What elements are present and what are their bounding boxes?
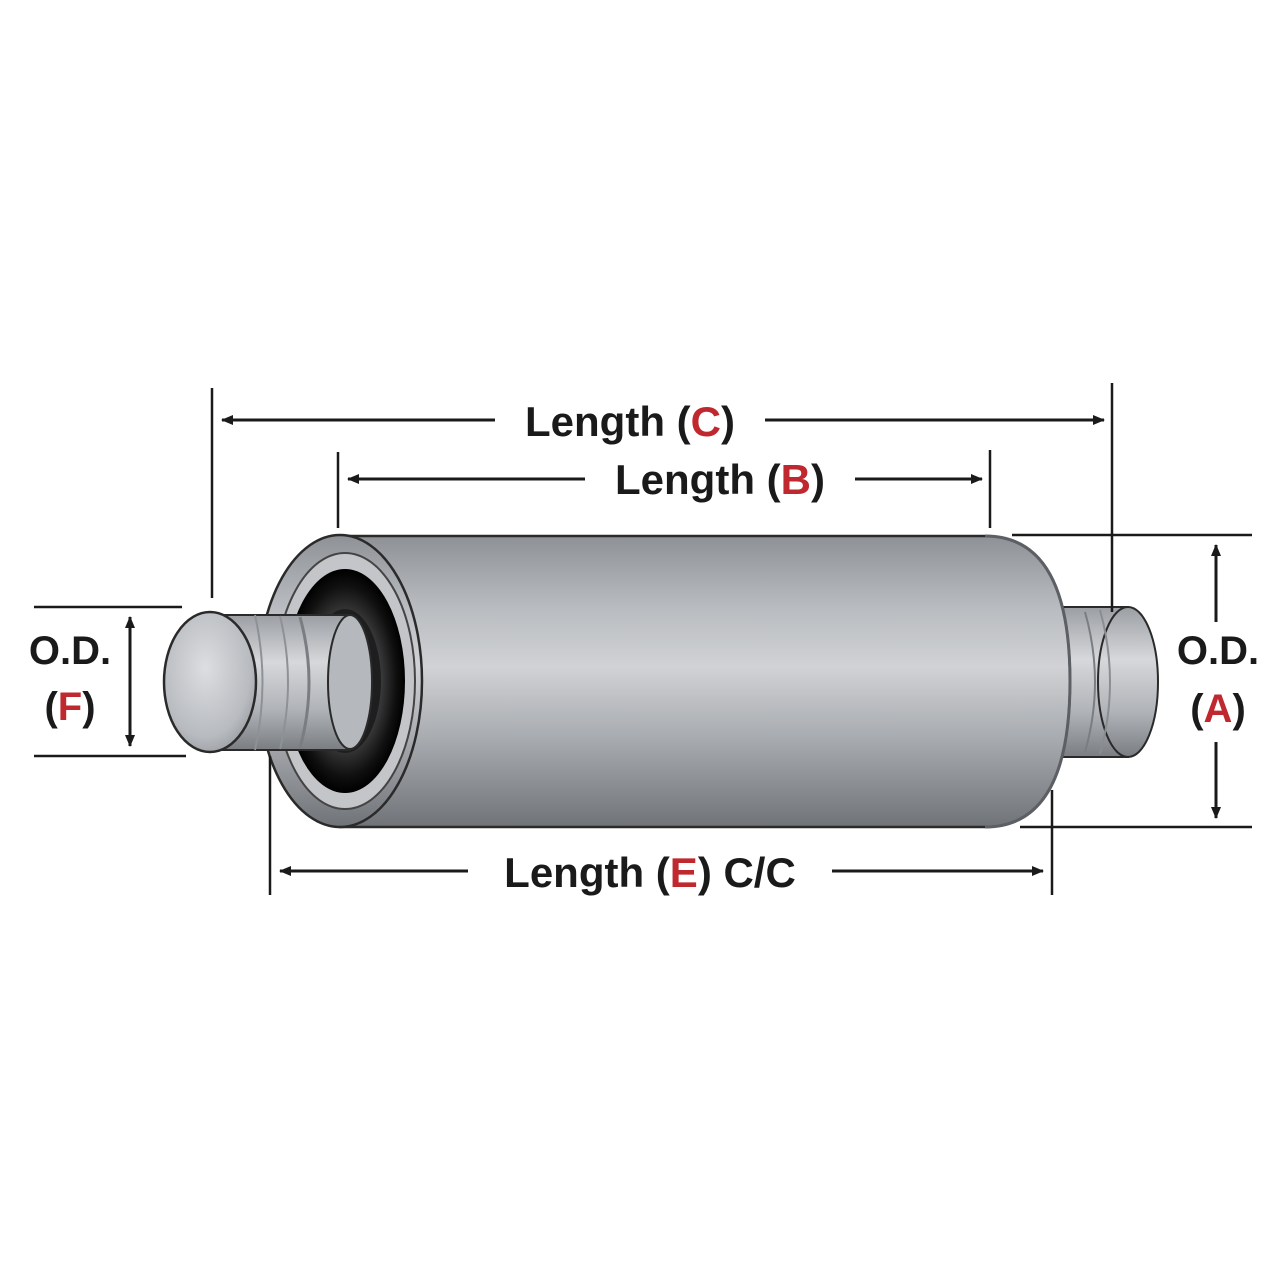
extension-lines — [34, 383, 1252, 895]
length-e-label: Length (E) C/C — [504, 849, 796, 896]
outer-sleeve — [338, 534, 1072, 829]
svg-text:O.D.: O.D. — [1177, 629, 1259, 673]
od-a-label: O.D. (A) — [1177, 629, 1259, 731]
svg-text:O.D.: O.D. — [29, 629, 111, 673]
dimension-arrows — [125, 415, 1221, 876]
svg-text:(F): (F) — [44, 685, 95, 729]
left-pin — [162, 610, 373, 754]
length-c-label: Length (C) — [525, 398, 735, 445]
left-pin-end-face — [162, 610, 258, 754]
length-b-label: Length (B) — [615, 456, 825, 503]
svg-text:(A): (A) — [1190, 687, 1246, 731]
od-f-label: O.D. (F) — [29, 629, 111, 729]
